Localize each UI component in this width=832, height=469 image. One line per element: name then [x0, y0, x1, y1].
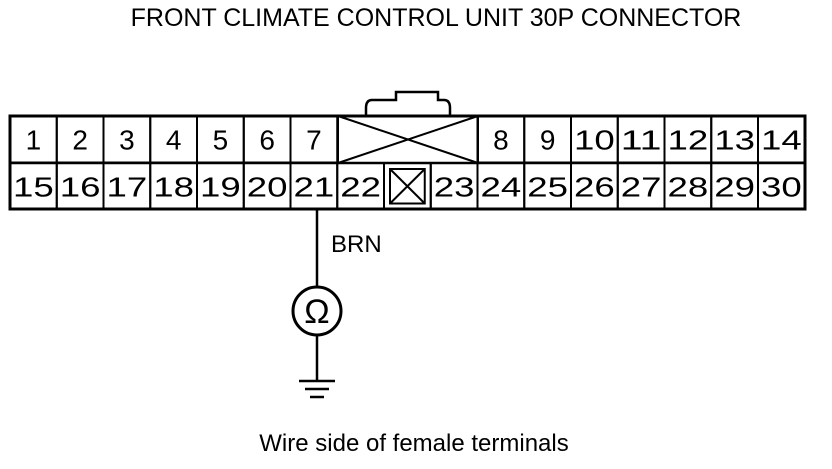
terminal-number: 12 — [668, 124, 709, 155]
blank-cavity-cross — [389, 168, 426, 205]
blank-cavity-box — [389, 168, 426, 205]
terminal-number: 14 — [761, 124, 802, 155]
terminal-number: 8 — [493, 124, 509, 155]
terminal-cavity — [757, 162, 806, 211]
terminal-number: 21 — [294, 171, 335, 202]
terminal-number: 27 — [621, 171, 662, 202]
terminal-number: 18 — [153, 171, 194, 202]
terminal-number: 29 — [714, 171, 755, 202]
terminal-number: 3 — [119, 124, 135, 155]
terminal-number: 16 — [60, 171, 101, 202]
wire-color-label: BRN — [331, 231, 382, 258]
terminal-number: 28 — [668, 171, 709, 202]
blank-cavity-top-cross-b — [337, 115, 479, 164]
terminal-number: 30 — [761, 171, 802, 202]
terminal-number: 13 — [714, 124, 755, 155]
terminal-number: 10 — [574, 124, 615, 155]
terminal-number: 7 — [306, 124, 322, 155]
terminal-number: 22 — [340, 171, 381, 202]
connector-lock-tab — [364, 90, 452, 116]
terminal-number: 6 — [259, 124, 275, 155]
terminal-number: 4 — [166, 124, 182, 155]
ohmmeter-icon: Ω — [291, 285, 343, 337]
ohmmeter-symbol: Ω — [304, 293, 329, 331]
terminal-number: 19 — [200, 171, 241, 202]
diagram-title: FRONT CLIMATE CONTROL UNIT 30P CONNECTOR — [131, 4, 742, 32]
terminal-number: 5 — [213, 124, 229, 155]
terminal-number: 20 — [247, 171, 288, 202]
terminal-number: 9 — [540, 124, 556, 155]
terminal-number: 26 — [574, 171, 615, 202]
terminal-number: 25 — [527, 171, 568, 202]
diagram-caption: Wire side of female terminals — [259, 430, 568, 457]
terminal-number: 1 — [26, 124, 42, 155]
terminal-number: 23 — [434, 171, 475, 202]
terminal-number: 11 — [621, 124, 662, 155]
terminal-number: 15 — [13, 171, 54, 202]
terminal-number: 17 — [107, 171, 148, 202]
terminal-number: 2 — [72, 124, 88, 155]
ground-icon — [299, 379, 335, 399]
terminal-number: 24 — [481, 171, 522, 202]
